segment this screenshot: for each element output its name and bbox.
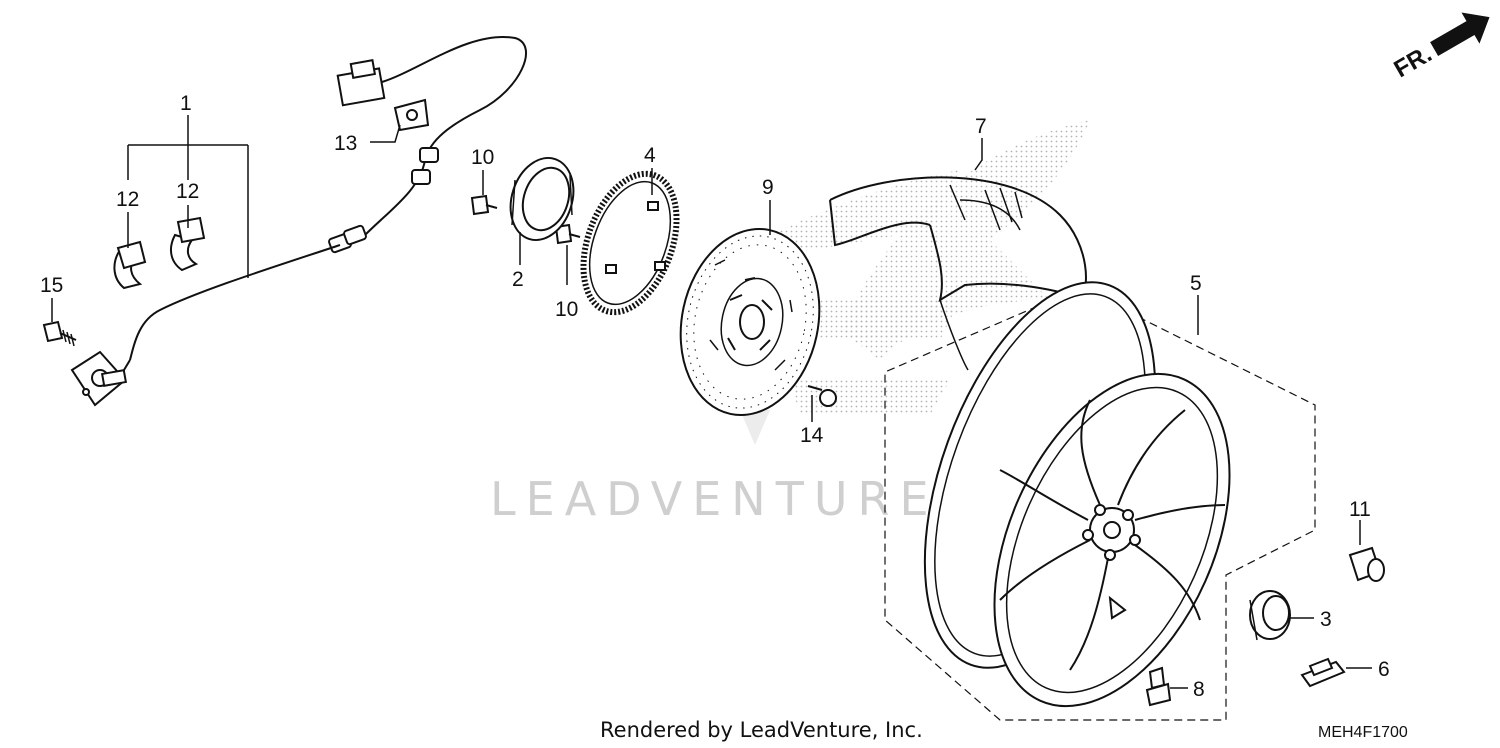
bolt-10-lower[interactable] — [554, 223, 581, 245]
diagram-code: MEH4F1700 — [1318, 724, 1408, 741]
direction-label: FR. — [1390, 40, 1437, 83]
callout-13: 13 — [334, 132, 357, 155]
balance-weight[interactable] — [1300, 657, 1346, 688]
hub-cap[interactable] — [1249, 590, 1291, 641]
callout-1: 1 — [180, 92, 192, 115]
callout-7: 7 — [975, 115, 987, 138]
cable-clip-left[interactable] — [113, 240, 147, 290]
callout-10-upper: 10 — [471, 146, 494, 169]
callout-10-lower: 10 — [555, 298, 578, 321]
cable-clip-right[interactable] — [169, 216, 206, 272]
callout-2: 2 — [512, 268, 524, 291]
tire-valve[interactable] — [1145, 666, 1172, 707]
callout-8: 8 — [1193, 678, 1205, 701]
bolt-15[interactable] — [42, 320, 77, 347]
callout-11: 11 — [1349, 498, 1371, 521]
axle-nut[interactable] — [1348, 546, 1385, 582]
render-credit: Rendered by LeadVenture, Inc. — [600, 718, 923, 742]
brake-disc[interactable] — [664, 216, 836, 428]
callout-14: 14 — [800, 424, 824, 447]
callout-6: 6 — [1378, 658, 1390, 681]
watermark-text: LEADVENTURE — [490, 472, 939, 526]
callout-15: 15 — [40, 274, 63, 297]
bolt-10-upper[interactable] — [470, 194, 498, 216]
callout-5: 5 — [1190, 272, 1202, 295]
front-direction-arrow-icon: FR. — [1390, 12, 1490, 83]
pulser-ring[interactable] — [566, 161, 694, 325]
rear-wheel-rim[interactable] — [879, 252, 1316, 743]
bolt-14[interactable] — [807, 385, 837, 407]
rear-tire[interactable] — [829, 176, 1087, 371]
callout-3: 3 — [1320, 608, 1332, 631]
callout-12-left: 12 — [116, 188, 139, 211]
callout-12-right: 12 — [176, 180, 199, 203]
callout-4: 4 — [644, 144, 656, 167]
leader-lines — [51, 115, 1372, 689]
spacer-collar[interactable] — [500, 150, 583, 248]
wheel-speed-sensor-assembly[interactable] — [70, 35, 527, 407]
callout-9: 9 — [762, 176, 774, 199]
